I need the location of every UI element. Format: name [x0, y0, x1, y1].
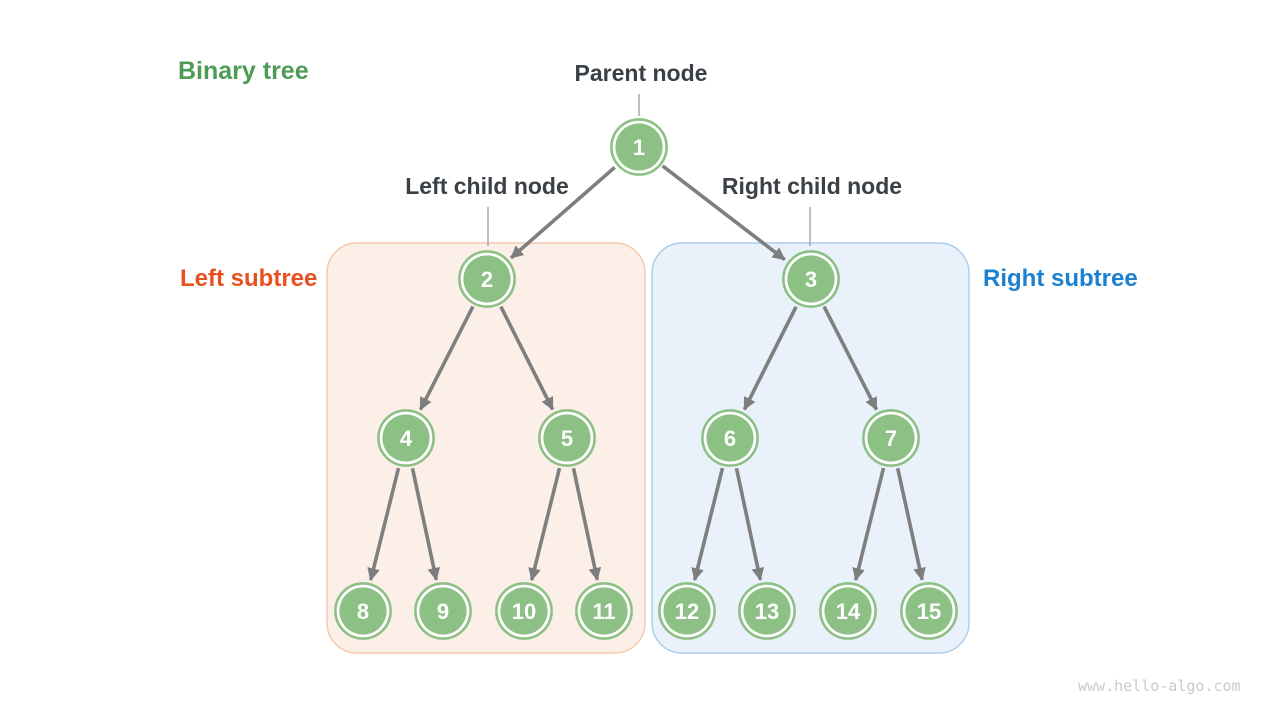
tree-node-5: 5: [538, 409, 596, 467]
edge-3-6: [742, 305, 798, 411]
node-core: [615, 123, 663, 171]
node-value: 6: [724, 426, 736, 451]
edge-5-11: [571, 467, 602, 581]
node-core: [905, 587, 953, 635]
node-value: 8: [357, 599, 369, 624]
node-value: 12: [675, 599, 699, 624]
edge-1-3: [661, 164, 786, 261]
edge-4-9: [410, 467, 441, 581]
tree-node-2: 2: [458, 250, 516, 308]
edge-1-2: [509, 166, 616, 260]
node-core: [419, 587, 467, 635]
tree-node-7: 7: [862, 409, 920, 467]
node-core: [867, 414, 915, 462]
edge-6-12: [691, 467, 725, 582]
right-child-node-label: Right child node: [721, 173, 903, 199]
tree-node-13: 13: [738, 582, 796, 640]
edge-5-10: [528, 467, 562, 582]
node-value: 14: [836, 599, 861, 624]
node-core: [663, 587, 711, 635]
edge-6-13: [734, 467, 765, 581]
node-core: [339, 587, 387, 635]
tree-edges: [367, 164, 926, 582]
node-core: [580, 587, 628, 635]
edge-7-14: [852, 467, 886, 582]
edge-3-7: [822, 305, 879, 411]
node-core: [382, 414, 430, 462]
node-value: 3: [805, 267, 817, 292]
node-value: 5: [561, 426, 573, 451]
node-value: 10: [512, 599, 536, 624]
edge-4-8: [367, 467, 401, 582]
left-child-node-label: Left child node: [405, 173, 569, 199]
tree-node-11: 11: [575, 582, 633, 640]
tree-node-1: 1: [610, 118, 668, 176]
tree-node-14: 14: [819, 582, 877, 640]
diagram-title: Binary tree: [178, 57, 309, 85]
tree-node-15: 15: [900, 582, 958, 640]
watermark: www.hello-algo.com: [1078, 677, 1241, 695]
node-value: 15: [917, 599, 941, 624]
tree-nodes: 1 2 3 4 5: [334, 118, 958, 640]
edge-7-15: [895, 467, 926, 581]
left-subtree-label: Left subtree: [180, 265, 318, 292]
node-core: [743, 587, 791, 635]
node-core: [500, 587, 548, 635]
node-core: [824, 587, 872, 635]
node-value: 2: [481, 267, 493, 292]
tree-node-9: 9: [414, 582, 472, 640]
tree-node-3: 3: [782, 250, 840, 308]
node-value: 7: [885, 426, 897, 451]
left-subtree-box: [326, 242, 646, 654]
node-value: 9: [437, 599, 449, 624]
node-value: 13: [755, 599, 779, 624]
tree-node-4: 4: [377, 409, 435, 467]
node-value: 11: [592, 599, 615, 624]
tree-node-12: 12: [658, 582, 716, 640]
node-core: [787, 255, 835, 303]
node-value: 1: [633, 135, 645, 160]
tree-node-6: 6: [701, 409, 759, 467]
node-value: 4: [400, 426, 413, 451]
tree-node-8: 8: [334, 582, 392, 640]
edge-2-4: [418, 305, 475, 411]
node-core: [463, 255, 511, 303]
right-subtree-label: Right subtree: [983, 265, 1138, 292]
node-core: [543, 414, 591, 462]
parent-node-label: Parent node: [574, 60, 708, 86]
node-core: [706, 414, 754, 462]
edge-2-5: [499, 305, 555, 411]
tree-node-10: 10: [495, 582, 553, 640]
